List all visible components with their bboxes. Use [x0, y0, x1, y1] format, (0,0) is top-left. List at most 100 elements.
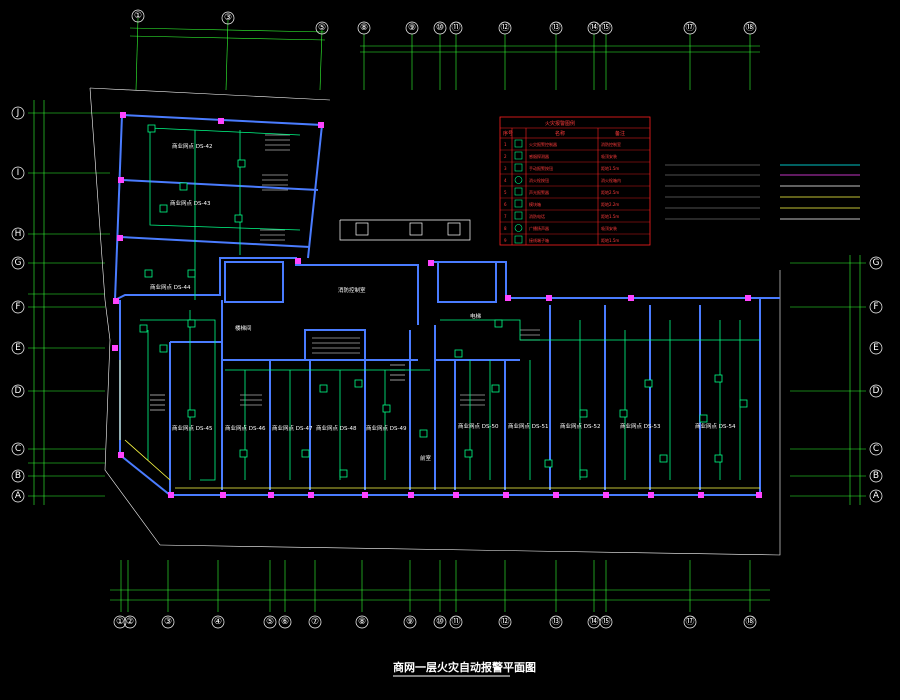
room-label-lobby: 前室 — [420, 454, 432, 462]
axis-label-top-9: ⑨ — [408, 23, 416, 33]
legend-header-name: 名称 — [555, 130, 565, 137]
room-label-ds53: 商业网点 DS-53 — [620, 422, 661, 430]
row-label-right-E: E — [873, 343, 879, 353]
top-axis-group — [129, 17, 760, 91]
room-label-ds47: 商业网点 DS-47 — [272, 424, 313, 432]
axis-bubble-top-15 — [599, 21, 613, 35]
axis-label-top-11: ⑪ — [451, 22, 460, 33]
axis-label-bottom-4: ④ — [214, 617, 222, 627]
legend-row-note: 吸顶安装 — [601, 225, 617, 231]
row-label-left-H: H — [15, 229, 22, 239]
room-label-elevator: 电梯 — [470, 312, 482, 320]
axis-bubble-top-13 — [549, 21, 563, 35]
alarm-wiring — [140, 127, 760, 481]
legend-header-note: 备注 — [615, 130, 625, 137]
axis-label-bottom-12: ⑫ — [500, 616, 509, 627]
row-label-left-J: J — [16, 108, 20, 118]
axis-label-bottom-9: ⑨ — [406, 617, 414, 627]
axis-label-top-10: ⑩ — [436, 23, 444, 33]
bottom-axis-bubbles — [113, 615, 757, 629]
axis-bubble-top-18 — [743, 21, 757, 35]
legend-row-name: 火灾报警控制器 — [529, 141, 557, 147]
columns — [112, 112, 762, 498]
axis-label-bottom-5: ⑤ — [266, 617, 274, 627]
legend-row-name: 接线端子箱 — [529, 237, 549, 243]
legend-row-no: 8 — [504, 226, 507, 231]
top-axis-bubbles — [131, 9, 757, 35]
room-label-ds51: 商业网点 DS-51 — [508, 422, 548, 430]
legend-row-no: 7 — [504, 214, 507, 219]
axis-bubble-top-11 — [449, 21, 463, 35]
axis-label-bottom-8: ⑧ — [358, 617, 366, 627]
axis-label-bottom-18: ⑱ — [745, 616, 754, 627]
legend-row-no: 6 — [504, 202, 507, 207]
axis-label-bottom-10: ⑩ — [436, 617, 444, 627]
room-label-ds45: 商业网点 DS-45 — [172, 424, 213, 432]
room-label-ds46: 商业网点 DS-46 — [225, 424, 266, 432]
axis-label-top-12: ⑫ — [500, 22, 509, 33]
room-label-ds44: 商业网点 DS-44 — [150, 283, 191, 291]
axis-label-bottom-15: ⑮ — [601, 616, 610, 627]
row-label-left-E: E — [15, 343, 21, 353]
legend-row-note: 距地1.5m — [601, 237, 619, 243]
right-axis-bubbles — [869, 256, 883, 503]
room-label-ds48: 商业网点 DS-48 — [316, 424, 357, 432]
legend-title: 火灾报警图例 — [545, 120, 575, 127]
legend-row-no: 5 — [504, 190, 507, 195]
stair-hatch — [150, 134, 540, 411]
axis-label-top-13: ⑬ — [551, 22, 560, 33]
alarm-bus-yellow — [119, 360, 760, 489]
drawing-title: 商网一层火灾自动报警平面图 — [393, 660, 536, 674]
legend-row-note: 吸顶安装 — [601, 153, 617, 159]
row-label-right-F: F — [873, 302, 878, 312]
axis-bubble-top-5 — [315, 21, 329, 35]
legend-row-name: 感烟探测器 — [529, 153, 549, 159]
legend-row-no: 9 — [504, 238, 507, 243]
room-label-stair: 楼梯间 — [235, 324, 252, 332]
legend-row-name: 消防电话 — [529, 213, 545, 219]
axis-bubble-top-12 — [498, 21, 512, 35]
legend-row-note: 距地2.2m — [601, 201, 619, 207]
room-label-ds50: 商业网点 DS-50 — [458, 422, 499, 430]
axis-label-bottom-11: ⑪ — [451, 616, 460, 627]
axis-label-top-15: ⑮ — [601, 22, 610, 33]
row-label-right-D: D — [873, 386, 880, 396]
row-label-right-C: C — [873, 444, 879, 454]
legend-table — [499, 116, 651, 246]
left-axis-group — [28, 100, 120, 505]
left-axis-bubbles — [11, 106, 25, 503]
room-label-ds43: 商业网点 DS-43 — [170, 199, 211, 207]
axis-label-top-14: ⑭ — [589, 22, 598, 33]
legend-row-no: 2 — [504, 154, 507, 159]
axis-label-top-8: ⑧ — [360, 23, 368, 33]
canopy — [339, 219, 471, 241]
legend-row-name: 手动报警按钮 — [529, 165, 553, 171]
legend-row-name: 声光报警器 — [529, 189, 549, 195]
legend-row-no: 4 — [504, 178, 507, 183]
row-label-left-G: G — [15, 258, 22, 268]
axis-label-bottom-6: ⑥ — [281, 617, 289, 627]
axis-label-bottom-13: ⑬ — [551, 616, 560, 627]
alarm-devices — [139, 124, 748, 478]
legend-row-note: 距地1.5m — [601, 165, 619, 171]
axis-label-top-17: ⑰ — [685, 22, 694, 33]
row-label-right-A: A — [873, 491, 880, 501]
row-label-left-B: B — [15, 471, 21, 481]
axis-label-bottom-1: ① — [116, 617, 124, 627]
row-label-left-I: I — [17, 168, 20, 178]
row-label-left-D: D — [15, 386, 22, 396]
legend-row-name: 模块箱 — [529, 201, 541, 207]
legend-row-note: 距地1.5m — [601, 213, 619, 219]
axis-label-bottom-17: ⑰ — [685, 616, 694, 627]
axis-label-bottom-14: ⑭ — [589, 616, 598, 627]
row-label-right-B: B — [873, 471, 879, 481]
axis-bubble-top-17 — [683, 21, 697, 35]
axis-bubble-top-1 — [131, 9, 145, 23]
axis-label-top-3: ③ — [224, 13, 232, 23]
legend-row-name: 消火栓按钮 — [529, 177, 549, 183]
axis-bubble-top-8 — [357, 21, 371, 35]
legend-header-no: 序号 — [503, 130, 513, 137]
legend-row-note: 消火栓箱内 — [601, 177, 621, 183]
drawing-scale: 1:100 — [516, 666, 533, 673]
legend-row-no: 3 — [504, 166, 507, 171]
